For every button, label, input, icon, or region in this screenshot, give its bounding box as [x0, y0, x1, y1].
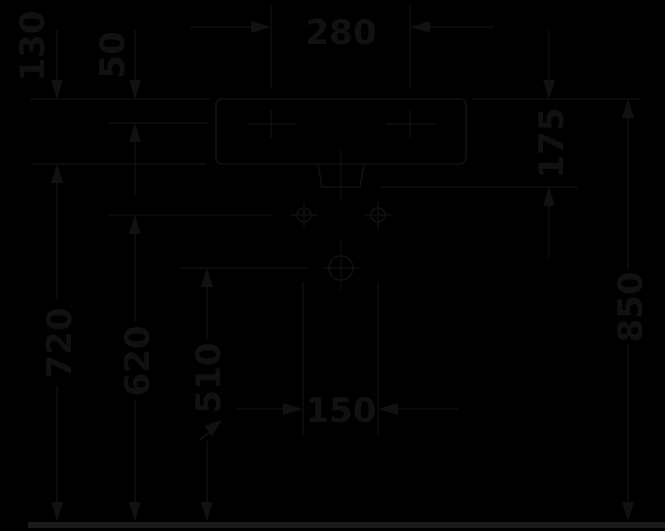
dim-850-arrow-lower: [622, 502, 634, 521]
dim-50-arrow: [129, 80, 141, 99]
dim-175-arrow-lower: [543, 187, 555, 206]
dim-510-label: 510: [189, 343, 229, 414]
dim-720-arrow-upper: [51, 164, 63, 183]
dim-620-arrow-upper: [129, 215, 141, 234]
dim-720-arrow-lower: [51, 502, 63, 521]
dim-50-label: 50: [93, 31, 133, 78]
waste-outlet: [323, 240, 360, 290]
dim-175-label: 175: [532, 108, 572, 179]
floor-line: [28, 522, 665, 528]
dim-510-arrow-upper: [201, 268, 213, 287]
dim-280-label: 280: [306, 13, 377, 53]
dim-620-label: 620: [118, 326, 158, 397]
dim-130-arrow: [51, 80, 63, 99]
pointer-arrow-head: [204, 420, 222, 436]
water-supply-right: [364, 201, 392, 229]
dim-50-arrow-lower: [129, 123, 141, 142]
dim-150-label: 150: [306, 391, 377, 431]
dim-280-arrow-right: [410, 21, 430, 33]
faucet-hole-right: [386, 110, 436, 138]
dim-620-arrow-lower: [129, 502, 141, 521]
dim-720-label: 720: [40, 308, 80, 379]
water-supply-left: [290, 201, 318, 229]
faucet-hole-left: [248, 110, 296, 138]
dim-150-arrow-left: [283, 403, 303, 415]
dim-280-arrow-left: [251, 21, 271, 33]
dim-130-label: 130: [13, 11, 53, 82]
dim-175-arrow-upper: [543, 80, 555, 99]
dim-510-arrow-lower: [201, 502, 213, 521]
dim-850-arrow-upper: [622, 99, 634, 118]
dim-850-label: 850: [611, 272, 651, 343]
dim-150-arrow-right: [378, 403, 398, 415]
